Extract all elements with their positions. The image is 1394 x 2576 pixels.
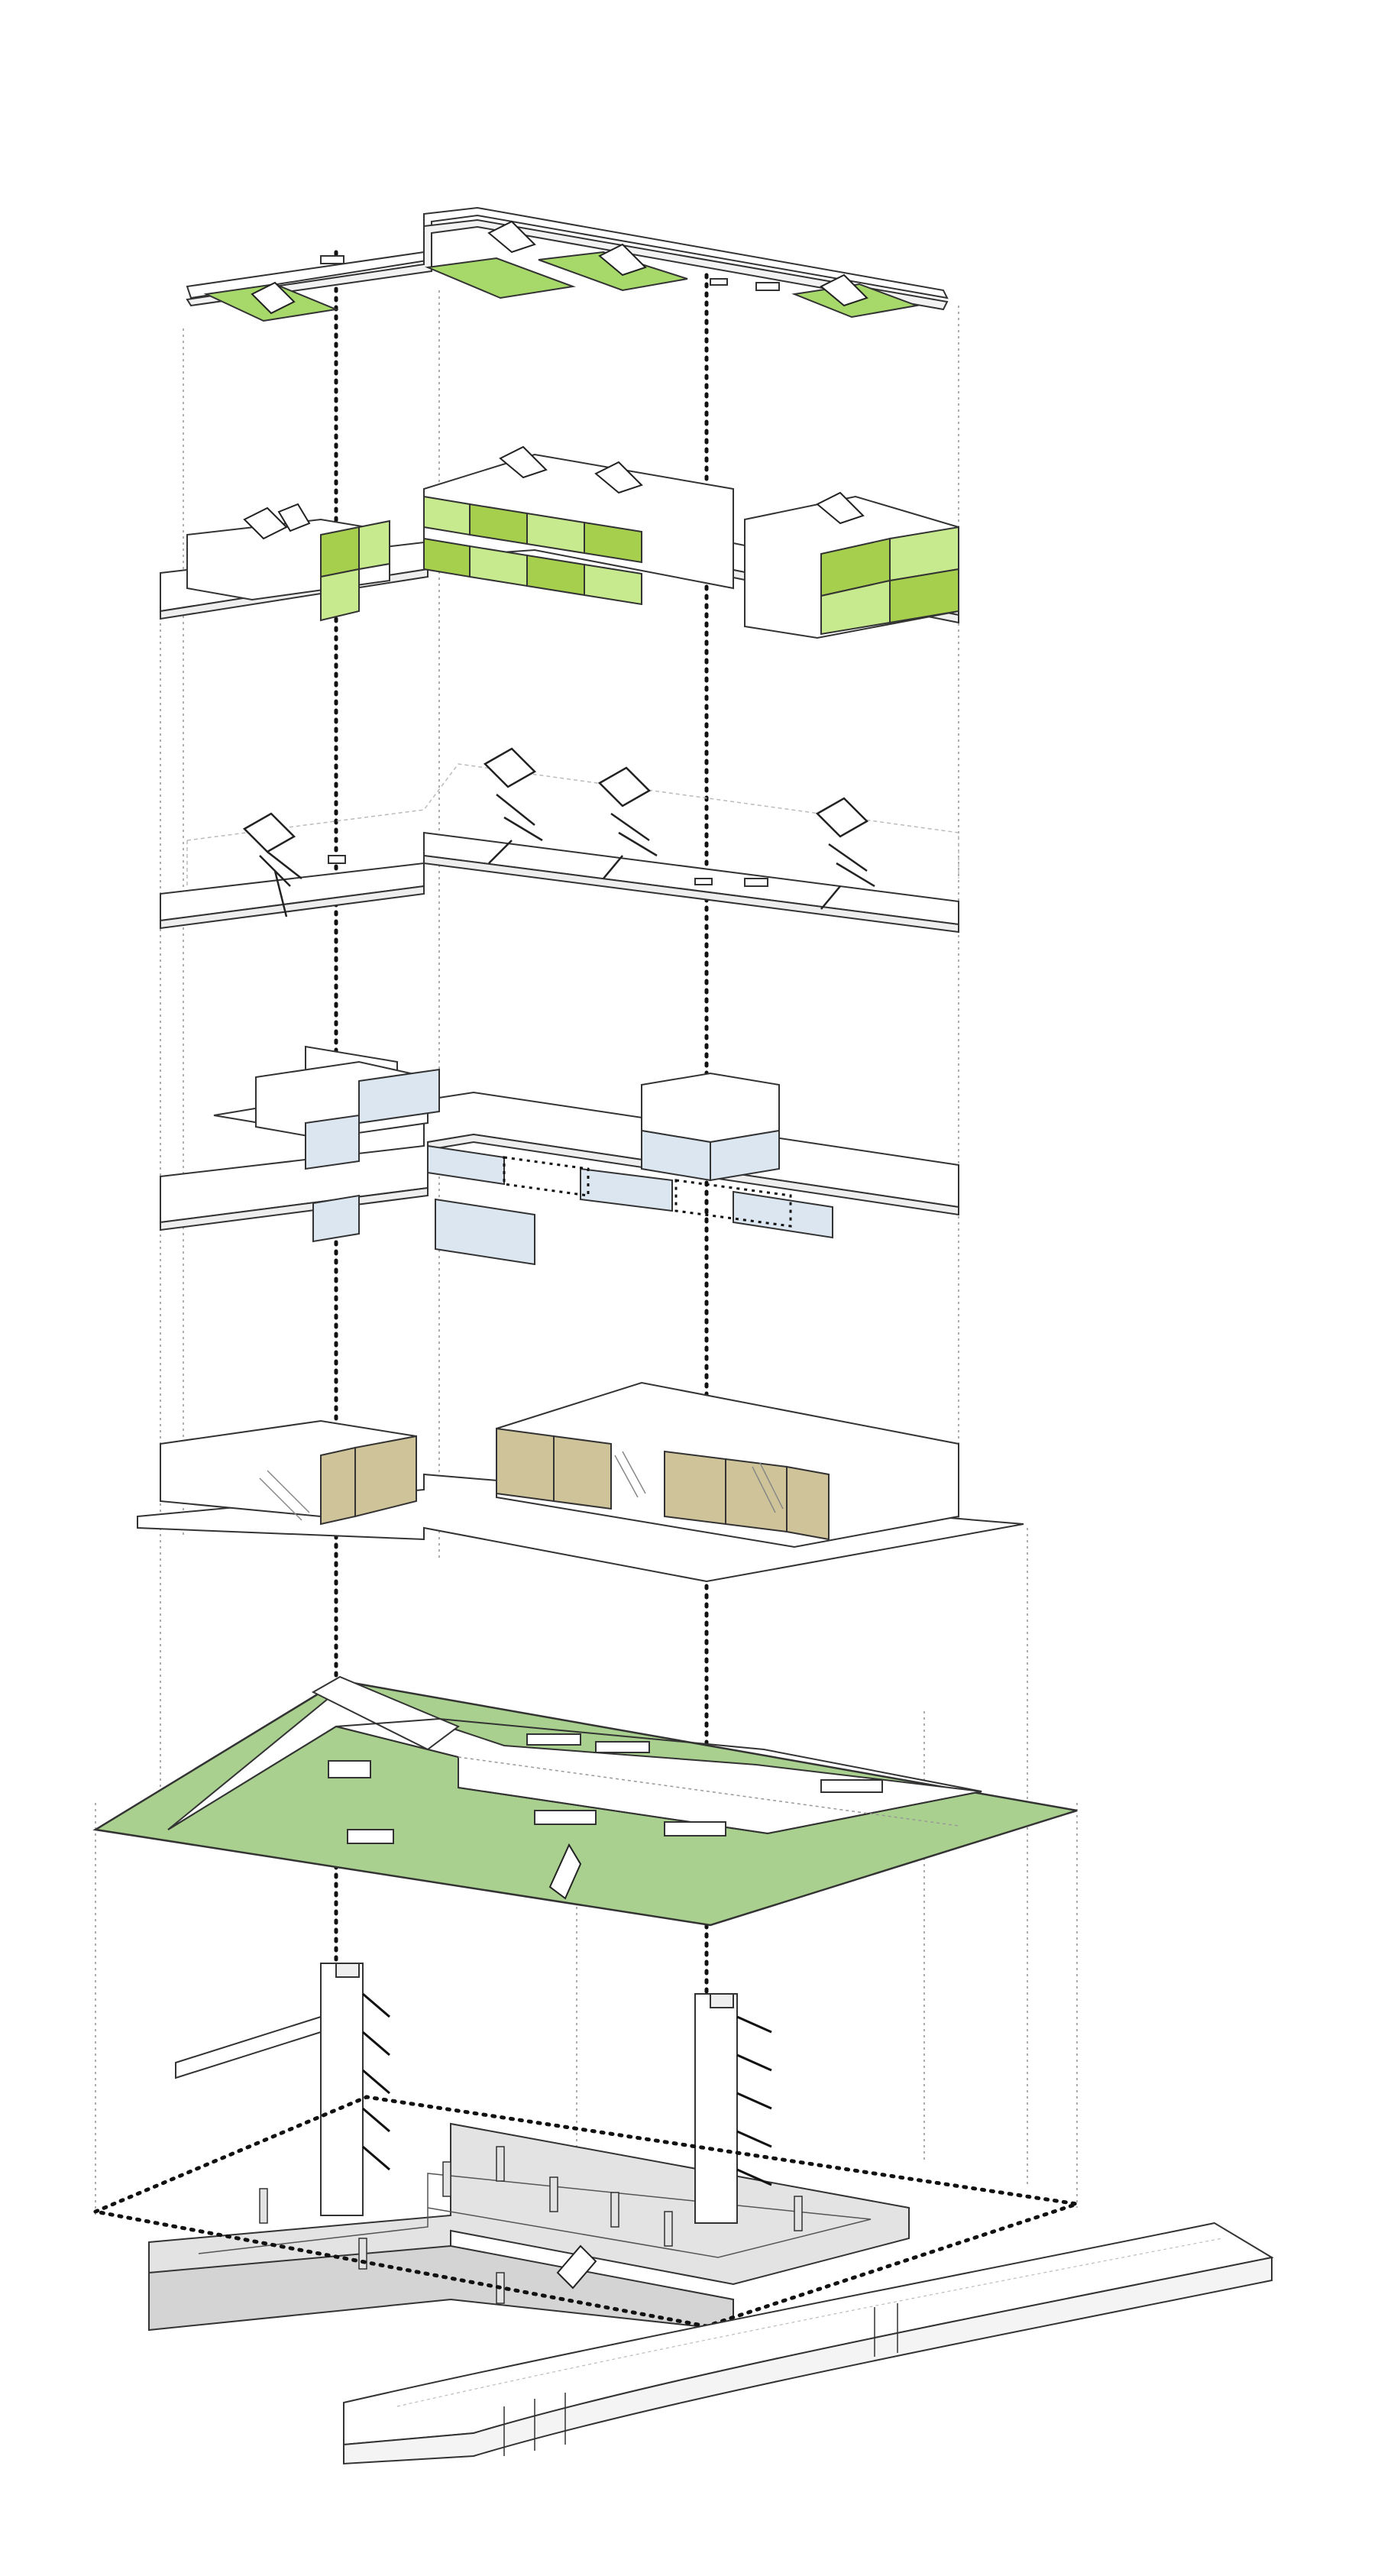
basement-footprint [89, 2095, 1078, 2328]
tan-floor-layer [137, 1381, 1024, 1583]
garden-openings [328, 1733, 883, 1844]
east-core [694, 1993, 738, 2224]
upper-floor-layer [160, 445, 959, 639]
tan-floor-panels [320, 1427, 830, 1541]
garden-plate-layer [92, 1675, 1078, 1927]
garden-stair-icon [548, 1843, 582, 1900]
basement-layer [148, 1963, 910, 2332]
upper-floor-green-panels [320, 495, 959, 636]
east-core-stairs [736, 2015, 772, 2186]
stair-pods-layer [160, 747, 959, 934]
blue-floor-panels [305, 1068, 833, 1266]
west-core [175, 1963, 364, 2216]
roof-skylight-icons [251, 220, 868, 315]
upper-skylight-icons [243, 445, 865, 540]
blue-floor-layer [160, 1045, 959, 1266]
ramp-layer [343, 2222, 1274, 2465]
roof-layer [186, 206, 949, 322]
west-core-stairs [362, 1992, 390, 2171]
stair-pod-icons [242, 747, 875, 917]
